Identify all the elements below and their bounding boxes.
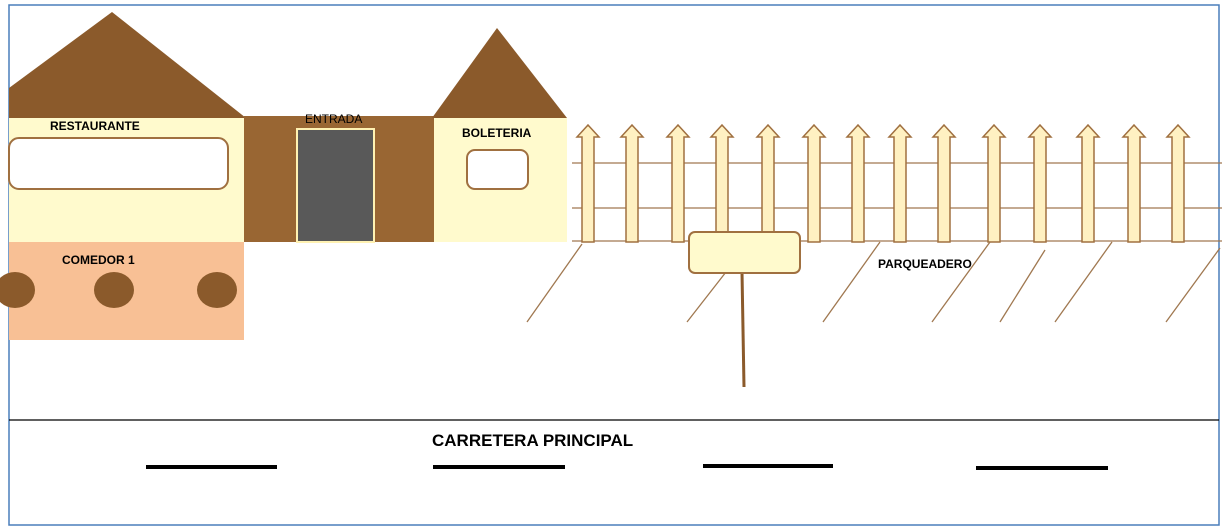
entrance-label: ENTRADA bbox=[305, 112, 362, 126]
ticket-booth-window bbox=[466, 149, 529, 190]
parking-line bbox=[526, 243, 583, 323]
entrance-door bbox=[296, 128, 375, 243]
parking-line bbox=[931, 241, 991, 323]
fence-post bbox=[665, 123, 691, 243]
road-dashes bbox=[146, 464, 1108, 470]
fence-post bbox=[1075, 123, 1101, 243]
parking-line bbox=[1054, 241, 1113, 323]
fence-post bbox=[981, 123, 1007, 243]
ticket-booth-roof bbox=[432, 28, 567, 118]
restaurant-roof bbox=[9, 12, 246, 118]
parking-lines bbox=[526, 241, 1221, 323]
parking-line bbox=[686, 271, 727, 323]
fence-posts bbox=[575, 123, 1191, 243]
dining-table bbox=[94, 272, 134, 308]
dining-table bbox=[197, 272, 237, 308]
fence-post bbox=[845, 123, 871, 243]
dining-table bbox=[0, 272, 35, 308]
parking-line bbox=[1165, 247, 1221, 323]
fence-post bbox=[619, 123, 645, 243]
road-label: CARRETERA PRINCIPAL bbox=[432, 431, 633, 450]
parking-line bbox=[822, 241, 881, 323]
fence-post bbox=[1165, 123, 1191, 243]
restaurant-label: RESTAURANTE bbox=[50, 119, 140, 133]
fence-post bbox=[575, 123, 601, 243]
fence-post bbox=[1121, 123, 1147, 243]
dining-tables bbox=[0, 272, 237, 308]
sign-board bbox=[688, 231, 801, 274]
fence-post bbox=[1027, 123, 1053, 243]
dining-label: COMEDOR 1 bbox=[62, 253, 135, 267]
fence-post bbox=[931, 123, 957, 243]
fence-post bbox=[801, 123, 827, 243]
fence-post bbox=[887, 123, 913, 243]
ticket-booth-label: BOLETERIA bbox=[462, 126, 532, 140]
parking-line bbox=[999, 249, 1046, 323]
sign-post bbox=[740, 271, 746, 388]
restaurant-window bbox=[8, 137, 229, 190]
parking-label: PARQUEADERO bbox=[878, 257, 972, 271]
